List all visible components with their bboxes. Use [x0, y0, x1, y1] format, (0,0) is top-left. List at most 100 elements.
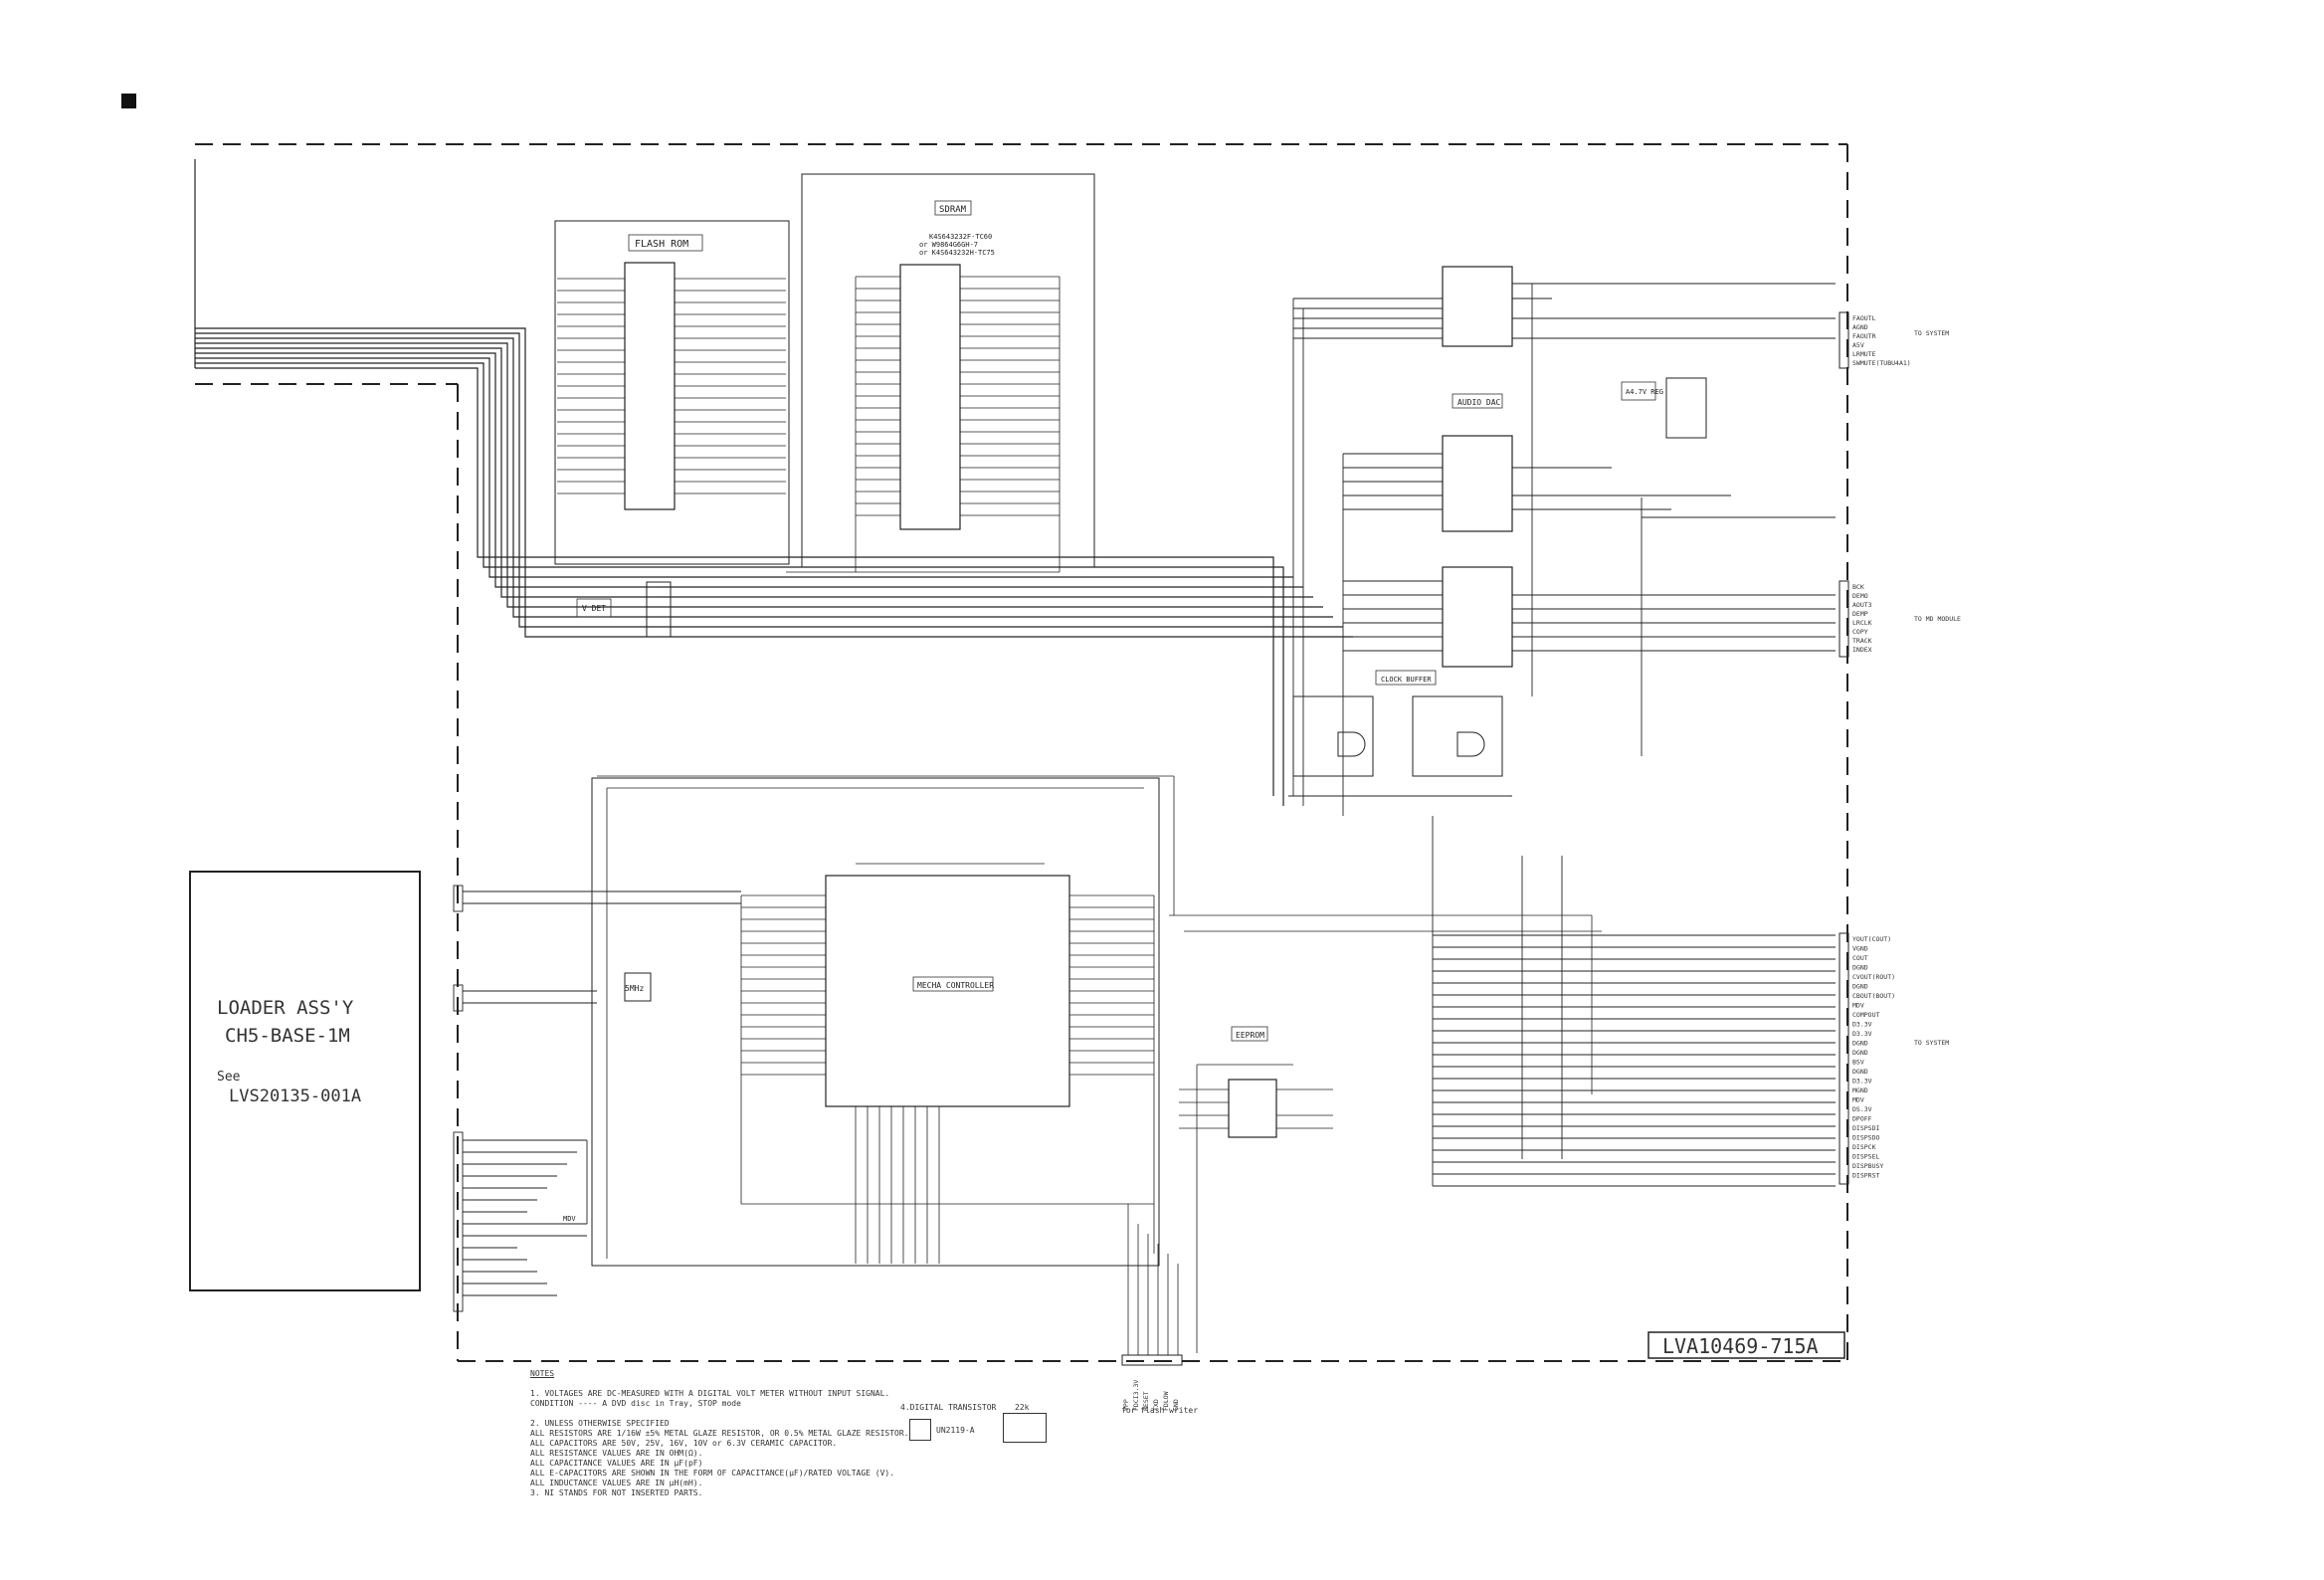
pin-label: DISPRST	[1852, 1172, 1879, 1180]
connector-system2-pins: YOUT(COUT) VGND COUT DGND CVOUT(ROUT) DG…	[1852, 935, 1895, 1180]
notes-line: ALL INDUCTANCE VALUES ARE IN μH(mH).	[530, 1479, 703, 1487]
sdram-label: SDRAM	[939, 205, 967, 215]
notes-line: ALL CAPACITANCE VALUES ARE IN μF(pF)	[530, 1459, 703, 1468]
loader-assy-box	[189, 871, 421, 1291]
a5v-reg-box	[1621, 381, 1656, 401]
pin-label: DISPSDO	[1852, 1134, 1879, 1142]
pin-label: DISPSEL	[1852, 1153, 1879, 1161]
clock-buffer-label: CLOCK BUFFER	[1381, 676, 1432, 684]
eeprom-label: EEPROM	[1236, 1031, 1264, 1040]
xtal-box	[624, 972, 652, 1002]
loader-title: LOADER ASS'Y	[217, 997, 354, 1019]
audio-dac-wiring	[1292, 283, 1836, 816]
pin-label: CBOUT(BOUT)	[1852, 992, 1895, 1000]
connector-md-box	[1839, 580, 1849, 658]
eeprom-box	[1231, 1026, 1268, 1042]
pin-label: DISPSDI	[1852, 1124, 1879, 1132]
v-det-chip	[646, 581, 672, 638]
notes-line: 3. NI STANDS FOR NOT INSERTED PARTS.	[530, 1488, 703, 1497]
audio-dac-box	[1452, 393, 1503, 409]
clock-buffer-box	[1375, 670, 1437, 686]
pin-label: D3.3V	[1852, 1021, 1872, 1029]
connector-md-pins: BCK DEMO AOUT3 DEMP LRCLK COPY TRACK IND…	[1852, 583, 1872, 654]
eeprom-wiring	[1179, 1064, 1333, 1353]
pin-label: DEMO	[1852, 592, 1868, 600]
board-id: LVA10469-715A	[1662, 1334, 1819, 1358]
system-bus	[1432, 816, 1836, 1187]
pin-label: MDV	[1852, 1002, 1864, 1010]
pin-label: DISPBUSY	[1852, 1162, 1883, 1170]
clock-buffer-gates	[1288, 695, 1512, 797]
digital-transistor-symbol	[1003, 1413, 1047, 1443]
sdram-part-1: K4S643232F-TC60	[929, 233, 992, 241]
pin-label: DISPCK	[1852, 1143, 1876, 1151]
pin-label: FDLOW	[1162, 1391, 1170, 1411]
pin-label: GND	[1172, 1399, 1180, 1411]
pin-label: COUT	[1852, 954, 1868, 962]
sdram-part-2: or W9864G6GH-7	[919, 241, 978, 249]
xtal-label: 5MHz	[625, 984, 644, 993]
notes-line: ALL CAPACITORS ARE 50V, 25V, 16V, 10V or…	[530, 1439, 838, 1448]
pin-label: TXD	[1152, 1399, 1160, 1411]
sdram-part-3: or K4S643232H-TC75	[919, 249, 995, 257]
pin-label: D3.3V	[1852, 1030, 1872, 1038]
board-id-box	[1647, 1331, 1845, 1359]
pin-label: DGND	[1852, 1040, 1868, 1048]
pin-label: COPY	[1852, 628, 1868, 636]
loader-part: LVS20135-001A	[229, 1086, 361, 1106]
connector-system2-box	[1839, 932, 1849, 1185]
pin-label: FDCI3.3V	[1132, 1380, 1140, 1411]
pin-label: BCK	[1852, 583, 1864, 591]
pin-label: DGND	[1852, 964, 1868, 972]
a5v-reg-label: A4.7V REG	[1626, 388, 1663, 396]
notes-line: ALL E-CAPACITORS ARE SHOWN IN THE FORM O…	[530, 1469, 895, 1478]
pin-label: COMPOUT	[1852, 1011, 1879, 1019]
v-det-label: V DET	[582, 604, 606, 613]
connector-system2-label: TO SYSTEM	[1914, 1039, 1949, 1047]
pin-label: MDV	[1852, 1096, 1864, 1104]
loader-see: See	[217, 1070, 241, 1085]
pin-label: INDEX	[1852, 646, 1872, 654]
digital-transistor-title: 4.DIGITAL TRANSISTOR	[900, 1403, 997, 1412]
flash-writer-connector-box	[1121, 1354, 1183, 1366]
audio-dac-label: AUDIO DAC	[1457, 398, 1501, 407]
digital-transistor-icon	[909, 1419, 931, 1441]
pin-label: BSV	[1852, 1059, 1864, 1067]
connector-top-system-label: TO SYSTEM	[1914, 329, 1949, 337]
digital-transistor-r: 22k	[1015, 1403, 1030, 1412]
notes-line: ALL RESISTORS ARE 1/16W ±5% METAL GLAZE …	[530, 1429, 909, 1438]
mecha-controller-chip	[591, 777, 1160, 1267]
board-outline	[195, 143, 1848, 1362]
connector-top-system-pins: FAOUTL AGND FAOUTR A5V LRMUTE SWMUTE(TUB…	[1852, 314, 1911, 367]
pin-label: FAOUTR	[1852, 332, 1876, 340]
digital-transistor-part: UN2119-A	[936, 1426, 975, 1435]
pin-label: FAOUTL	[1852, 314, 1876, 322]
pin-label: A5V	[1852, 341, 1864, 349]
mecha-controller-box	[912, 976, 994, 992]
notes-line: 2. UNLESS OTHERWISE SPECIFIED	[530, 1419, 670, 1428]
pin-label: VPP	[1122, 1399, 1130, 1411]
flash-writer-label: for flash writer	[1121, 1406, 1199, 1415]
v-det-box	[576, 598, 612, 618]
connector-md-label: TO MD MODULE	[1914, 615, 1961, 623]
mecha-controller-label: MECHA CONTROLLER	[917, 981, 994, 990]
notes-line: 1. VOLTAGES ARE DC-MEASURED WITH A DIGIT…	[530, 1389, 890, 1398]
pin-label: MGND	[1852, 1086, 1868, 1094]
loader-wiring	[453, 885, 741, 1312]
pin-label: AGND	[1852, 323, 1868, 331]
flash-rom-chip	[554, 220, 790, 565]
pin-label: AOUT3	[1852, 601, 1872, 609]
sdram-chip	[786, 173, 1095, 573]
flash-writer-wiring	[1127, 1204, 1179, 1355]
pin-label: DGND	[1852, 1049, 1868, 1057]
a5v-reg-chip	[1665, 377, 1707, 439]
flash-rom-label: FLASH ROM	[635, 239, 688, 250]
pin-label: TRACK	[1852, 637, 1872, 645]
notes-line: CONDITION ---- A DVD disc in Tray, STOP …	[530, 1399, 741, 1408]
mecha-wiring	[597, 775, 1602, 1264]
flash-writer-pins: VPP FDCI3.3V RESET TXD FDLOW GND	[1122, 1380, 1180, 1411]
pin-label: LRMUTE	[1852, 350, 1876, 358]
audio-dac-chips	[1442, 266, 1513, 668]
pin-label: VGND	[1852, 945, 1868, 953]
